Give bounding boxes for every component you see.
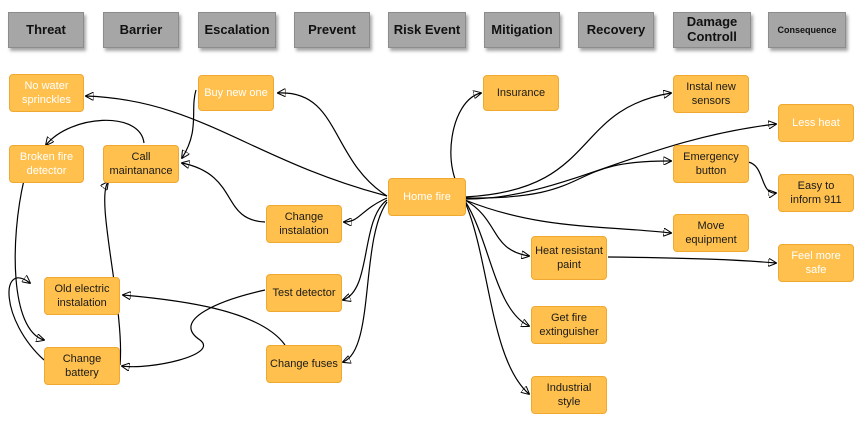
node-heat-resistant-paint: Heat resistant paint <box>531 236 607 280</box>
node-home-fire: Home fire <box>388 178 466 216</box>
node-buy-new-one: Buy new one <box>198 75 274 111</box>
header-consequence: Consequence <box>768 12 846 48</box>
header-escalation: Escalation <box>198 12 276 48</box>
node-move-equipment: Move equipment <box>673 214 749 252</box>
node-no-water-sprinckles: No water sprinckles <box>9 74 84 112</box>
node-industrial-style: Industrial style <box>531 376 607 414</box>
header-recovery: Recovery <box>578 12 654 48</box>
node-change-fuses: Change fuses <box>266 345 342 383</box>
header-threat: Threat <box>8 12 84 48</box>
node-get-fire-extinguisher: Get fire extinguisher <box>531 306 607 344</box>
header-mitigation: Mitigation <box>484 12 560 48</box>
header-barrier: Barrier <box>103 12 179 48</box>
header-risk-event: Risk Event <box>388 12 466 48</box>
node-feel-more-safe: Feel more safe <box>778 244 854 282</box>
node-emergency-button: Emergency button <box>673 145 749 183</box>
node-less-heat: Less heat <box>778 104 854 142</box>
node-broken-fire-detector: Broken fire detector <box>9 145 84 183</box>
node-easy-to-inform-911: Easy to inform 911 <box>778 174 854 212</box>
node-test-detector: Test detector <box>266 274 342 312</box>
node-change-instalation: Change instalation <box>266 205 342 243</box>
header-damage-controll: Damage Controll <box>673 12 751 48</box>
header-prevent: Prevent <box>294 12 370 48</box>
node-call-maintanance: Call maintanance <box>103 145 179 183</box>
node-insurance: Insurance <box>483 75 559 111</box>
node-change-battery: Change battery <box>44 347 120 385</box>
node-old-electric-instalation: Old electric instalation <box>44 277 120 315</box>
node-instal-new-sensors: Instal new sensors <box>673 75 749 113</box>
